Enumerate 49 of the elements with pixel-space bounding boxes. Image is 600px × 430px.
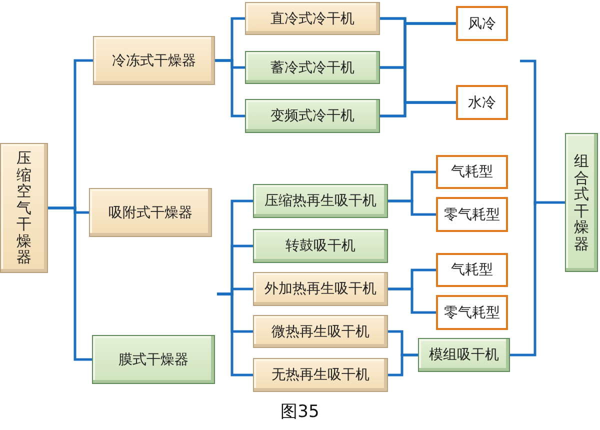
node-label: 蓄冷式冷干机 [270,58,354,76]
category-box [418,338,510,372]
category-box [92,335,215,384]
node-label: 吸附式干燥器 [108,204,192,222]
node-label: 微热再生吸干机 [272,322,370,340]
node-label: 模组吸干机 [429,346,499,364]
connector-line [48,206,92,361]
node-label: 变频式冷干机 [270,107,354,125]
category-box [0,143,48,273]
connector-line [215,59,245,118]
node-label: 转鼓吸干机 [286,237,356,255]
node-label: 无热再生吸干机 [272,366,370,384]
node-label: 风冷 [468,14,496,32]
category-box [89,188,212,237]
node-label: 气耗型 [451,261,493,279]
category-box [245,99,380,133]
category-box [253,272,388,306]
category-box [253,358,388,392]
option-box [436,253,508,287]
category-box [565,133,598,272]
option-box [436,295,508,330]
node-label: 冷冻式干燥器 [112,52,196,70]
option-box [436,197,508,232]
connector-line [510,201,565,356]
category-box [253,229,388,263]
connector-line [388,288,436,314]
option-box [456,6,508,41]
category-box [253,184,388,218]
node-label: 压缩空气干燥器 [16,150,32,266]
category-box [245,2,380,35]
node-label: 水冷 [468,94,496,112]
category-box [245,51,380,84]
connector-line [217,292,253,376]
connector-line [388,200,436,216]
node-label: 组合式干燥器 [574,153,589,252]
option-box [436,155,508,189]
figure-caption: 图35 [280,401,320,423]
connector-line [380,101,456,118]
node-label: 膜式干燥器 [118,350,188,368]
node-label: 外加热再生吸干机 [264,280,376,298]
category-box [253,315,388,348]
option-box [456,85,508,120]
node-label: 零气耗型 [444,206,500,224]
category-box [93,36,215,85]
node-label: 气耗型 [451,163,493,181]
node-label: 压缩热再生吸干机 [264,192,376,210]
node-label: 零气耗型 [444,304,500,322]
node-label: 直冷式冷干机 [270,10,354,28]
connector-line [388,354,418,376]
